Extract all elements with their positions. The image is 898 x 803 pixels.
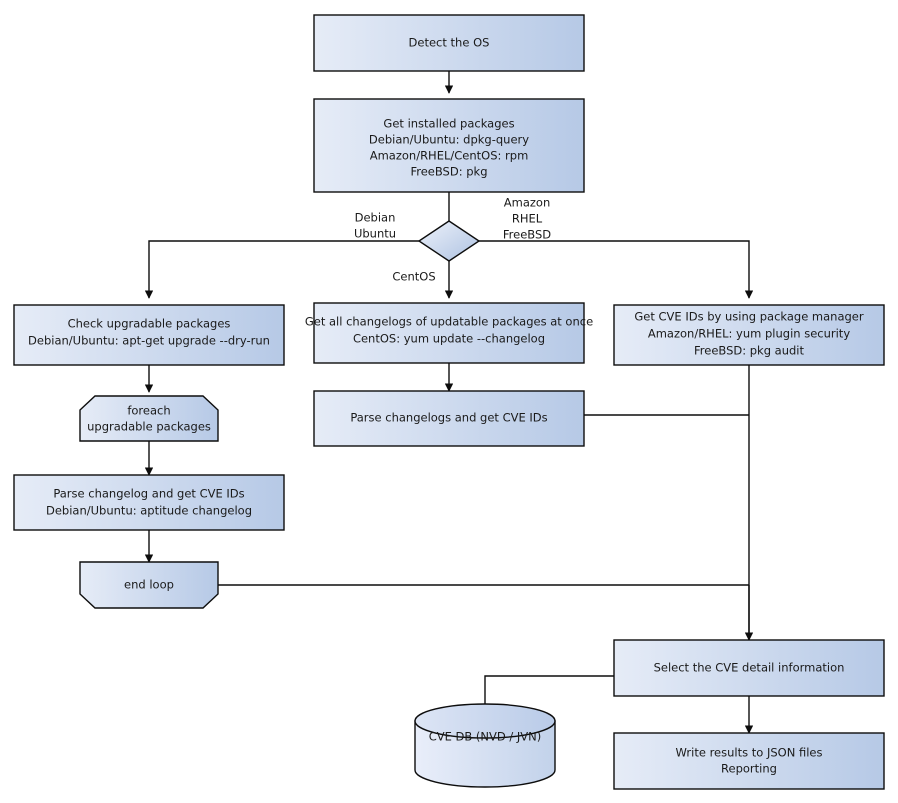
edge-label-debian-ubuntu: Debian Ubuntu bbox=[354, 211, 396, 241]
connector-decision-debian bbox=[144, 240, 419, 299]
node-write-results-line-1: Write results to JSON files bbox=[676, 746, 823, 760]
edge-label-amazon-line-1: Amazon bbox=[504, 196, 550, 210]
node-parse-changelog-left[interactable]: Parse changelog and get CVE IDs Debian/U… bbox=[13, 474, 285, 531]
connector-layer bbox=[144, 71, 754, 734]
edge-label-amazon-line-3: FreeBSD bbox=[503, 228, 551, 242]
node-select-cve-detail[interactable]: Select the CVE detail information bbox=[613, 639, 885, 697]
node-foreach-line-1: foreach bbox=[127, 404, 170, 418]
edge-label-debian-line-2: Ubuntu bbox=[354, 227, 396, 241]
edge-label-centos: CentOS bbox=[392, 270, 435, 284]
node-end-loop[interactable]: end loop bbox=[79, 561, 219, 609]
node-write-results[interactable]: Write results to JSON files Reporting bbox=[613, 732, 885, 790]
node-foreach-line-2: upgradable packages bbox=[87, 420, 211, 434]
node-end-loop-label: end loop bbox=[124, 578, 174, 592]
node-parse-changelog-left-line-1: Parse changelog and get CVE IDs bbox=[53, 487, 244, 501]
node-get-all-changelogs-line-2: CentOS: yum update --changelog bbox=[353, 332, 545, 346]
node-write-results-line-2: Reporting bbox=[721, 762, 777, 776]
node-get-cve-ids-line-2: Amazon/RHEL: yum plugin security bbox=[648, 327, 850, 341]
node-os-decision[interactable] bbox=[417, 220, 481, 262]
node-foreach-loop-start[interactable]: foreach upgradable packages bbox=[79, 395, 219, 442]
node-check-upgradable-line-2: Debian/Ubuntu: apt-get upgrade --dry-run bbox=[28, 334, 270, 348]
node-get-cve-ids-line-3: FreeBSD: pkg audit bbox=[694, 344, 805, 358]
edge-label-amazon-line-2: RHEL bbox=[512, 212, 543, 226]
node-detect-os[interactable]: Detect the OS bbox=[313, 14, 585, 72]
node-get-installed-line-3: Amazon/RHEL/CentOS: rpm bbox=[370, 149, 529, 163]
node-get-installed-line-2: Debian/Ubuntu: dpkg-query bbox=[369, 133, 529, 147]
node-get-all-changelogs[interactable]: Get all changelogs of updatable packages… bbox=[305, 302, 593, 364]
node-get-cve-ids-line-1: Get CVE IDs by using package manager bbox=[634, 310, 864, 324]
node-check-upgradable-packages[interactable]: Check upgradable packages Debian/Ubuntu:… bbox=[13, 304, 285, 366]
node-parse-changelog-left-line-2: Debian/Ubuntu: aptitude changelog bbox=[46, 504, 252, 518]
node-cve-database[interactable]: CVE DB (NVD / JVN) bbox=[414, 703, 556, 788]
node-get-installed-line-4: FreeBSD: pkg bbox=[410, 165, 487, 179]
edge-label-centos-line-1: CentOS bbox=[392, 270, 435, 284]
node-get-installed-line-1: Get installed packages bbox=[383, 117, 514, 131]
connector-selectcve-to-cvedb bbox=[484, 675, 615, 712]
node-parse-changelogs-middle[interactable]: Parse changelogs and get CVE IDs bbox=[313, 390, 585, 447]
node-select-cve-detail-label: Select the CVE detail information bbox=[654, 661, 845, 675]
node-get-cve-ids-package-manager[interactable]: Get CVE IDs by using package manager Ama… bbox=[613, 304, 885, 366]
node-cve-database-label: CVE DB (NVD / JVN) bbox=[429, 730, 542, 744]
edge-label-debian-line-1: Debian bbox=[355, 211, 396, 225]
node-get-all-changelogs-line-1: Get all changelogs of updatable packages… bbox=[305, 315, 593, 329]
edge-label-amazon-rhel-freebsd: Amazon RHEL FreeBSD bbox=[503, 196, 551, 242]
node-detect-os-label: Detect the OS bbox=[409, 36, 490, 50]
node-parse-changelogs-middle-label: Parse changelogs and get CVE IDs bbox=[350, 411, 547, 425]
node-check-upgradable-line-1: Check upgradable packages bbox=[68, 317, 231, 331]
node-get-installed-packages[interactable]: Get installed packages Debian/Ubuntu: dp… bbox=[313, 98, 585, 193]
connector-decision-amazon bbox=[479, 240, 754, 299]
